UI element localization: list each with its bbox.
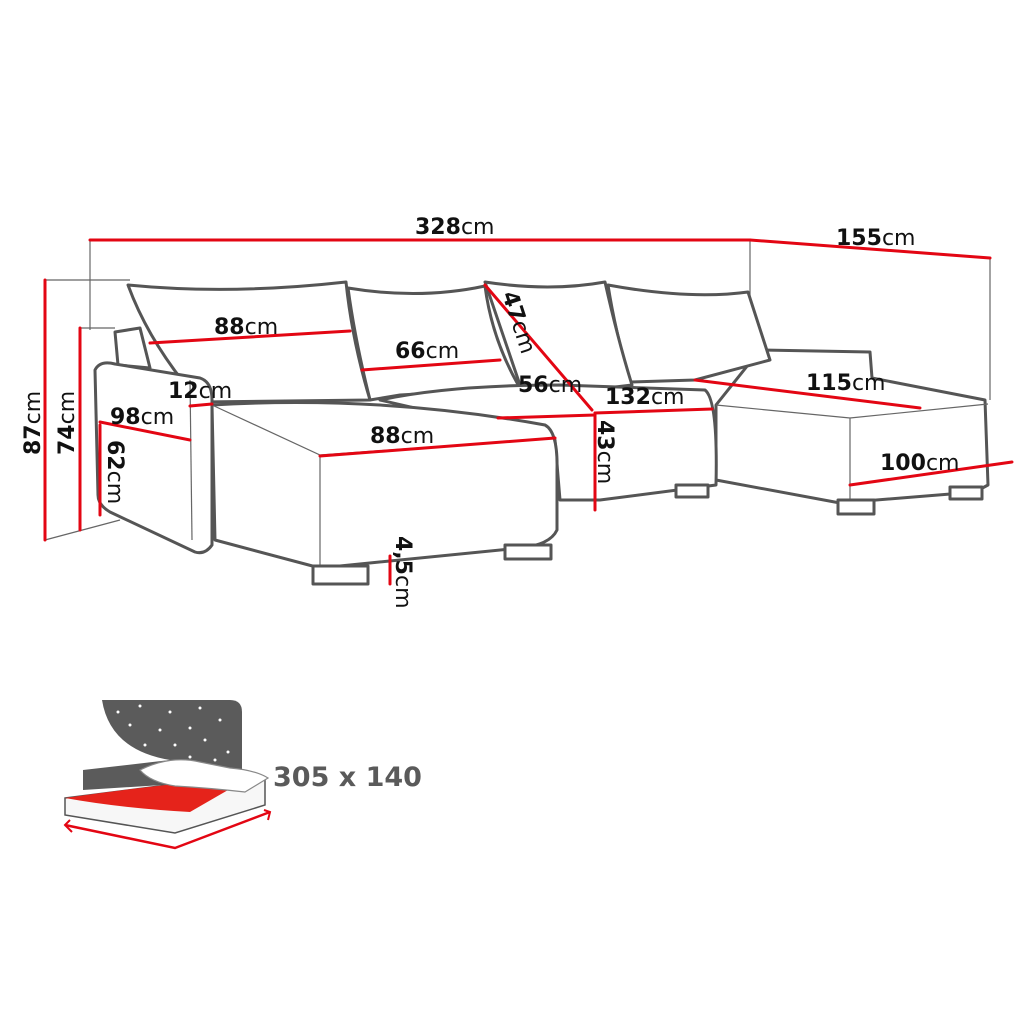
label-armrest-width: 12cm (168, 379, 232, 404)
label-total-height: 87cm (21, 391, 46, 455)
back-cushion-3 (483, 280, 634, 392)
label-left-chaise-width: 88cm (370, 424, 434, 449)
dimension-lines (43, 238, 1014, 586)
label-seat-height: 43cm (592, 420, 617, 484)
label-chaise-depth: 155cm (836, 226, 915, 251)
label-left-backrest: 88cm (214, 315, 278, 340)
sleeping-area-size: 305 x 140 (273, 762, 422, 793)
dimension-labels: 328cm 155cm 87cm 74cm 62cm 98cm 12cm 88c… (21, 215, 959, 609)
label-leg-height: 4,5cm (390, 536, 415, 609)
label-right-chaise-length: 115cm (806, 371, 885, 396)
label-right-chaise-width: 100cm (880, 451, 959, 476)
back-cushion-4 (606, 283, 772, 384)
back-cushion-2 (346, 284, 522, 402)
label-middle-backrest: 66cm (395, 339, 459, 364)
label-middle-seat-width: 132cm (605, 385, 684, 410)
label-armrest-height: 74cm (55, 391, 80, 455)
sofa-drawing (93, 280, 990, 586)
bed-icon (63, 700, 272, 850)
left-armrest (93, 361, 214, 555)
label-armrest-inner-height: 62cm (102, 440, 127, 504)
label-seat-depth: 56cm (518, 373, 582, 398)
label-total-width: 328cm (415, 215, 494, 240)
back-cushion-1 (126, 280, 372, 404)
label-armrest-depth: 98cm (110, 405, 174, 430)
